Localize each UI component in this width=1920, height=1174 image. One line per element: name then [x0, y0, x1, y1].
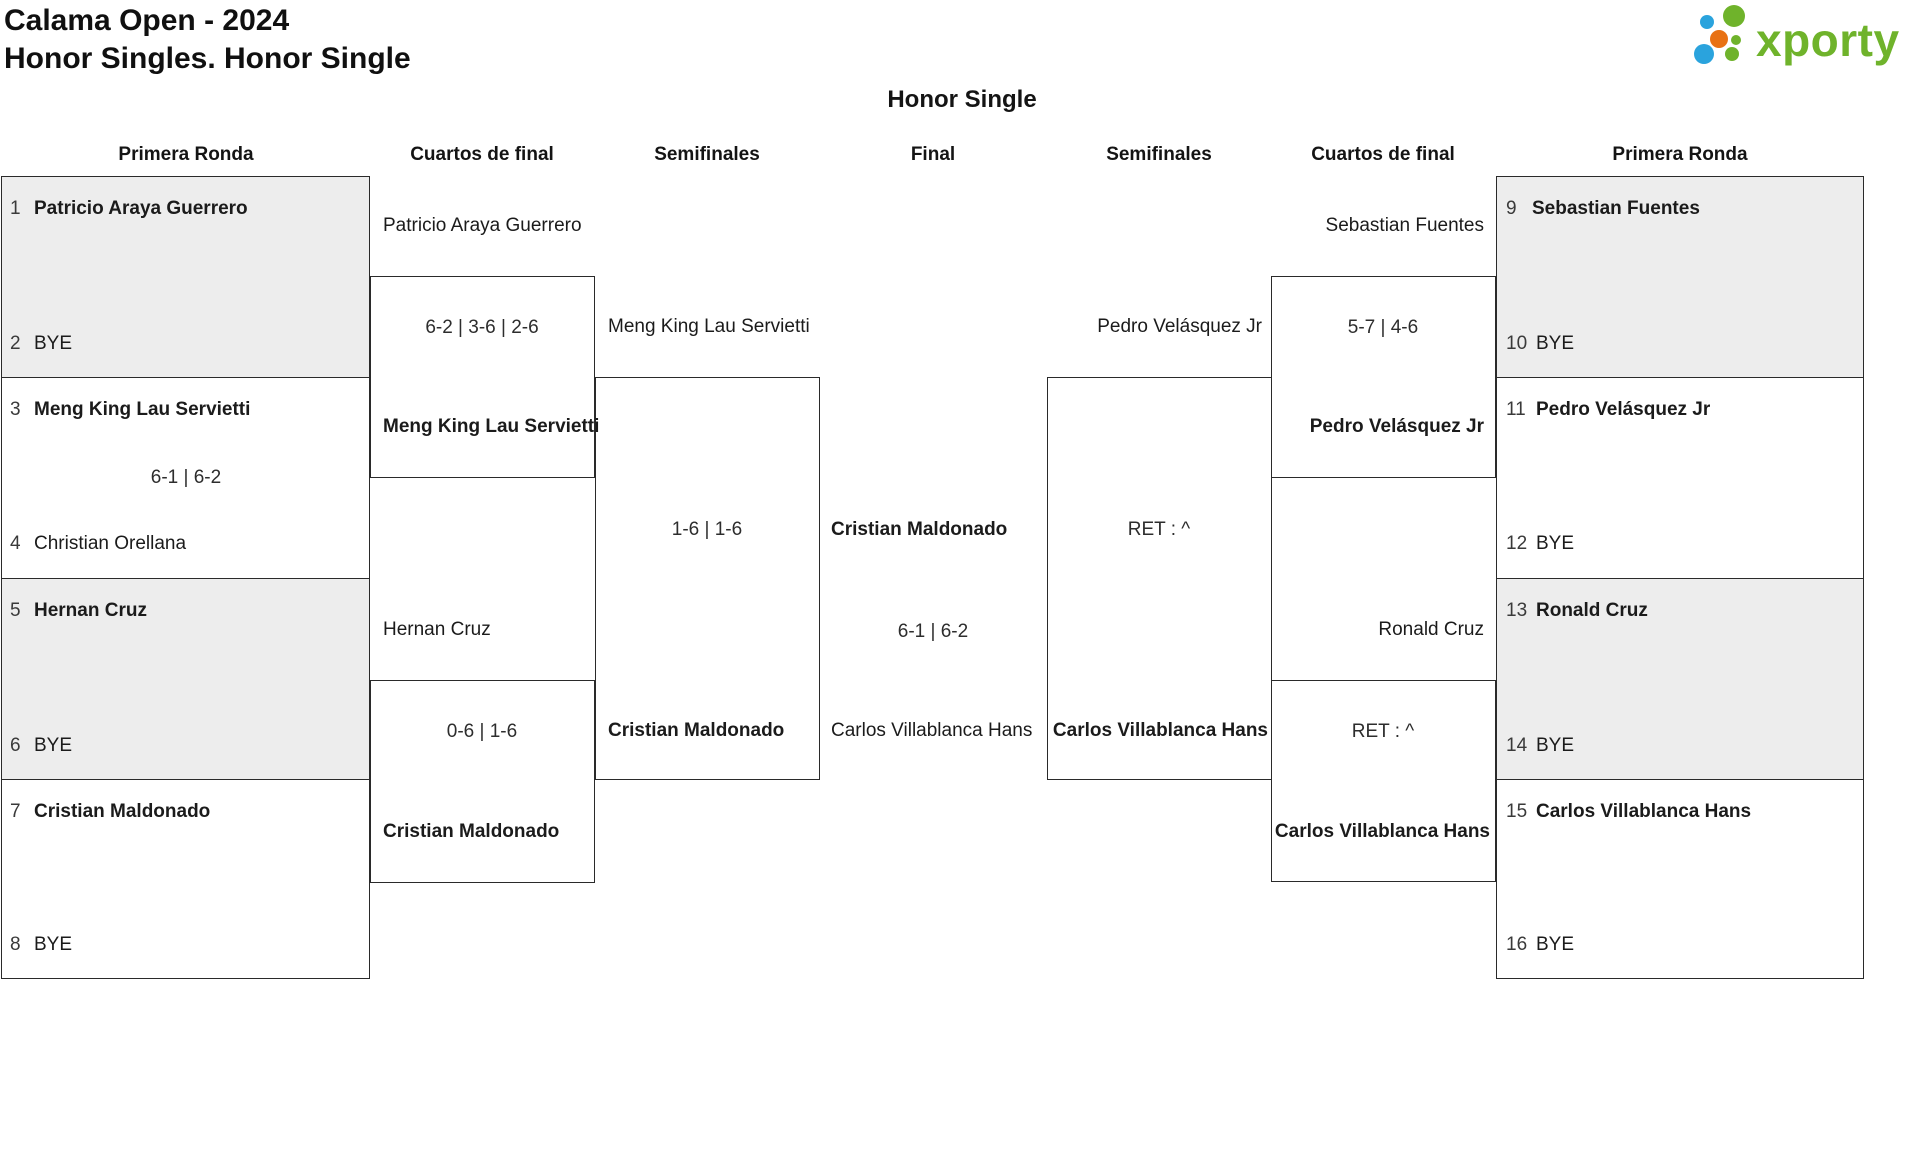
seed-number: 6 — [10, 735, 21, 756]
logo-dot-blue-small — [1700, 15, 1714, 29]
advancing-player: Patricio Araya Guerrero — [383, 215, 582, 236]
match-score: 6-1 | 6-2 — [150, 467, 222, 488]
page-title: Calama Open - 2024 — [4, 4, 290, 37]
match-box-r1-left-1 — [1, 176, 370, 378]
match-winner: Meng King Lau Servietti — [383, 416, 600, 437]
page-subtitle: Honor Singles. Honor Single — [4, 42, 411, 75]
match-box-qf-left-2 — [370, 680, 595, 883]
seed-number: 14 — [1506, 735, 1528, 756]
seed-number: 3 — [10, 399, 21, 420]
match-box-r1-right-3 — [1496, 578, 1864, 780]
match-box-r1-left-4 — [1, 779, 370, 979]
match-score: 5-7 | 4-6 — [1347, 317, 1419, 338]
player-name: BYE — [34, 934, 73, 955]
seed-number: 16 — [1506, 934, 1528, 955]
final-winner: Cristian Maldonado — [831, 519, 1008, 540]
seed-number: 10 — [1506, 333, 1528, 354]
match-box-qf-left-1 — [370, 276, 595, 478]
advancing-player: Sebastian Fuentes — [1325, 215, 1484, 236]
match-score: RET : ^ — [1127, 519, 1191, 540]
player-name: Patricio Araya Guerrero — [34, 198, 248, 219]
player-name: Pedro Velásquez Jr — [1536, 399, 1711, 420]
header-final: Final — [910, 144, 956, 165]
match-score: 1-6 | 1-6 — [671, 519, 743, 540]
seed-number: 11 — [1506, 399, 1526, 420]
match-box-qf-right-2 — [1271, 680, 1496, 882]
header-left-primera-ronda: Primera Ronda — [118, 144, 254, 165]
player-name: Meng King Lau Servietti — [34, 399, 251, 420]
seed-number: 4 — [10, 533, 21, 554]
logo-wordmark: xporty — [1756, 14, 1900, 66]
match-box-r1-right-1 — [1496, 176, 1864, 378]
match-score: 6-2 | 3-6 | 2-6 — [425, 317, 539, 338]
seed-number: 13 — [1506, 600, 1528, 621]
seed-number: 7 — [10, 801, 21, 822]
player-name: Ronald Cruz — [1536, 600, 1648, 621]
seed-number: 5 — [10, 600, 21, 621]
player-name: BYE — [1536, 333, 1575, 354]
player-name: Carlos Villablanca Hans — [1536, 801, 1752, 822]
header-right-semifinales: Semifinales — [1106, 144, 1212, 165]
final-runner-up: Carlos Villablanca Hans — [831, 720, 1033, 741]
match-box-r1-left-3 — [1, 578, 370, 780]
advancing-player: Pedro Velásquez Jr — [1097, 316, 1262, 337]
advancing-player: Hernan Cruz — [383, 619, 491, 640]
header-right-primera-ronda: Primera Ronda — [1612, 144, 1748, 165]
match-winner: Pedro Velásquez Jr — [1309, 416, 1484, 437]
advancing-player: Ronald Cruz — [1378, 619, 1484, 640]
player-name: Christian Orellana — [34, 533, 187, 554]
final-score: 6-1 | 6-2 — [897, 621, 969, 642]
seed-number: 1 — [10, 198, 21, 219]
player-name: Hernan Cruz — [34, 600, 147, 621]
match-score: RET : ^ — [1351, 721, 1415, 742]
player-name: BYE — [34, 735, 73, 756]
logo-dot-orange — [1710, 30, 1728, 48]
match-box-sf-left — [595, 377, 820, 780]
logo-dot-green-large — [1723, 5, 1745, 27]
match-score: 0-6 | 1-6 — [446, 721, 518, 742]
match-winner: Cristian Maldonado — [383, 821, 560, 842]
match-box-qf-right-1 — [1271, 276, 1496, 478]
player-name: BYE — [1536, 735, 1575, 756]
player-name: BYE — [1536, 533, 1575, 554]
match-box-sf-right — [1047, 377, 1272, 780]
seed-number: 8 — [10, 934, 21, 955]
match-box-r1-right-4 — [1496, 779, 1864, 979]
player-name: BYE — [34, 333, 73, 354]
bracket-title: Honor Single — [887, 86, 1037, 113]
match-winner: Carlos Villablanca Hans — [1052, 720, 1268, 741]
logo-dot-green-small-right — [1731, 35, 1741, 45]
match-winner: Carlos Villablanca Hans — [1274, 821, 1490, 842]
advancing-player: Meng King Lau Servietti — [608, 316, 810, 337]
seed-number: 12 — [1506, 533, 1528, 554]
player-name: BYE — [1536, 934, 1575, 955]
header-left-cuartos: Cuartos de final — [410, 144, 554, 165]
header-left-semifinales: Semifinales — [654, 144, 760, 165]
seed-number: 2 — [10, 333, 21, 354]
player-name: Sebastian Fuentes — [1532, 198, 1700, 219]
seed-number: 9 — [1506, 198, 1517, 219]
logo-dot-blue-large — [1694, 44, 1714, 64]
player-name: Cristian Maldonado — [34, 801, 211, 822]
logo-dot-green-small-bottom — [1725, 47, 1739, 61]
match-winner: Cristian Maldonado — [608, 720, 785, 741]
header-right-cuartos: Cuartos de final — [1311, 144, 1455, 165]
seed-number: 15 — [1506, 801, 1528, 822]
